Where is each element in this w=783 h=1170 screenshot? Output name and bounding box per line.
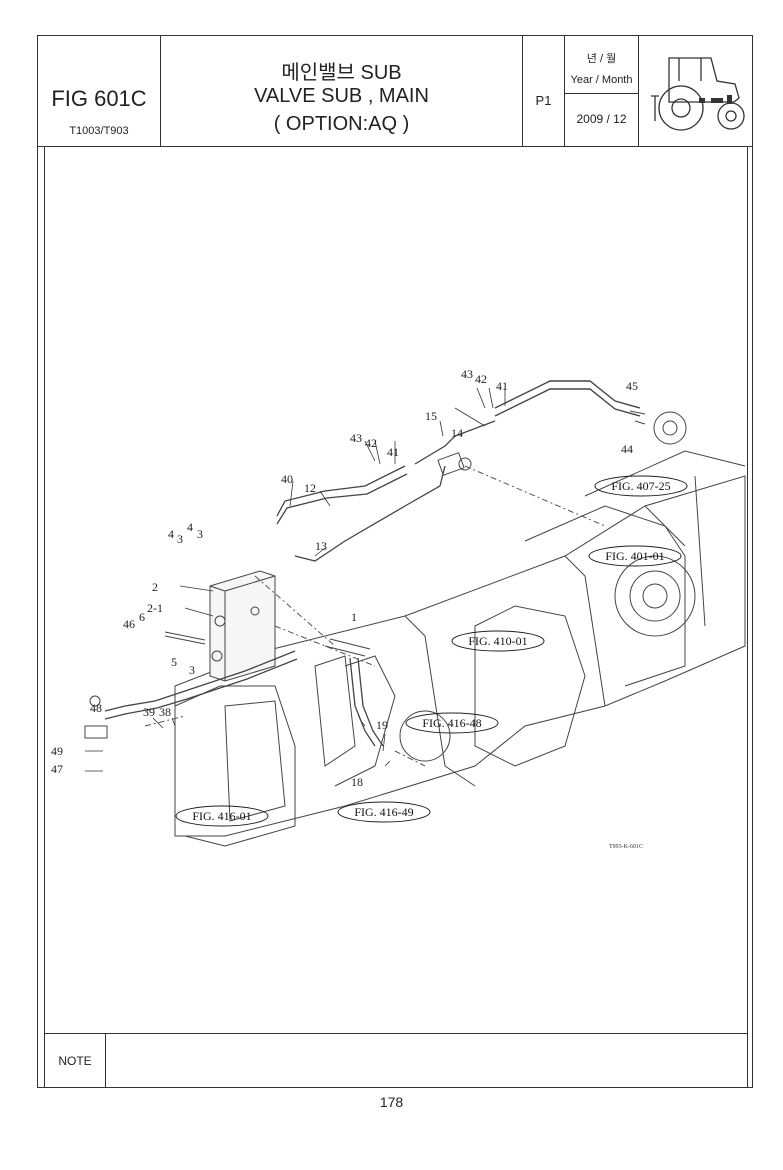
fig-number: FIG 601C — [51, 86, 147, 111]
title-option: ( OPTION:AQ ) — [273, 113, 410, 135]
issue-date: 2009 / 12 — [576, 112, 627, 126]
diagram-area: 43 42 41 45 15 14 44 43 42 41 40 12 13 4… — [44, 146, 748, 1033]
title-block: FIG 601C T1003/T903 메인밸브 SUB VALVE SUB ,… — [38, 36, 752, 147]
fig-ref-407-25: FIG. 407-25 — [611, 479, 670, 493]
callout-4a: 4 — [168, 527, 174, 541]
callout-47: 47 — [51, 762, 63, 776]
fig-ref-401-01: FIG. 401-01 — [605, 549, 664, 563]
callout-43a: 43 — [461, 367, 473, 381]
callout-3a: 3 — [177, 532, 183, 546]
callout-48: 48 — [90, 701, 102, 715]
callout-13: 13 — [315, 539, 327, 553]
fig-ref-416-48: FIG. 416-48 — [422, 716, 481, 730]
part-callouts: 43 42 41 45 15 14 44 43 42 41 40 12 13 4… — [51, 367, 638, 789]
callout-2: 2 — [152, 580, 158, 594]
callout-2-1: 2-1 — [147, 601, 163, 615]
title-korean: 메인밸브 SUB — [281, 62, 402, 84]
year-month-english: Year / Month — [570, 74, 633, 86]
page-number: 178 — [379, 1094, 404, 1110]
year-month-korean: 년 / 월 — [586, 53, 617, 65]
callout-39: 39 — [143, 705, 155, 719]
title-cell: 메인밸브 SUB VALVE SUB , MAIN ( OPTION:AQ ) — [161, 36, 523, 146]
sheet-page: P1 — [535, 93, 552, 108]
fig-ref-410-01: FIG. 410-01 — [468, 634, 527, 648]
callout-19: 19 — [376, 718, 388, 732]
model-code: T1003/T903 — [69, 125, 129, 137]
fig-ref-416-01: FIG. 416-01 — [192, 809, 251, 823]
page-cell: P1 — [523, 36, 565, 146]
fig-ref-416-49: FIG. 416-49 — [354, 805, 413, 819]
callout-6: 6 — [139, 610, 145, 624]
drawing-code: T993-K-601C — [609, 844, 643, 850]
year-month-label: 년 / 월 Year / Month — [565, 36, 638, 94]
callout-43b: 43 — [350, 431, 362, 445]
fig-cell: FIG 601C T1003/T903 — [38, 36, 161, 146]
tractor-icon — [651, 57, 745, 131]
callout-38: 38 — [159, 705, 171, 719]
tractor-thumbnail-cell — [639, 36, 752, 146]
callout-40: 40 — [281, 472, 293, 486]
note-label: NOTE — [45, 1034, 106, 1087]
callout-3b: 3 — [197, 527, 203, 541]
drawing-sheet: FIG 601C T1003/T903 메인밸브 SUB VALVE SUB ,… — [37, 35, 753, 1088]
callout-14: 14 — [451, 426, 463, 440]
callout-46: 46 — [123, 617, 135, 631]
callout-5: 5 — [171, 655, 177, 669]
callout-1: 1 — [351, 610, 357, 624]
callout-44: 44 — [621, 442, 633, 456]
callout-42a: 42 — [475, 372, 487, 386]
callout-45: 45 — [626, 379, 638, 393]
callout-18: 18 — [351, 775, 363, 789]
callout-3c: 3 — [189, 663, 195, 677]
callout-41a: 41 — [496, 379, 508, 393]
callout-49: 49 — [51, 744, 63, 758]
title-english: VALVE SUB , MAIN — [254, 85, 429, 107]
callout-15: 15 — [425, 409, 437, 423]
exploded-parts-diagram: 43 42 41 45 15 14 44 43 42 41 40 12 13 4… — [51, 367, 746, 850]
callout-4b: 4 — [187, 520, 193, 534]
date-cell: 년 / 월 Year / Month 2009 / 12 — [565, 36, 639, 146]
callout-12: 12 — [304, 481, 316, 495]
callout-41b: 41 — [387, 445, 399, 459]
callout-42b: 42 — [365, 436, 377, 450]
note-row: NOTE — [44, 1033, 748, 1087]
